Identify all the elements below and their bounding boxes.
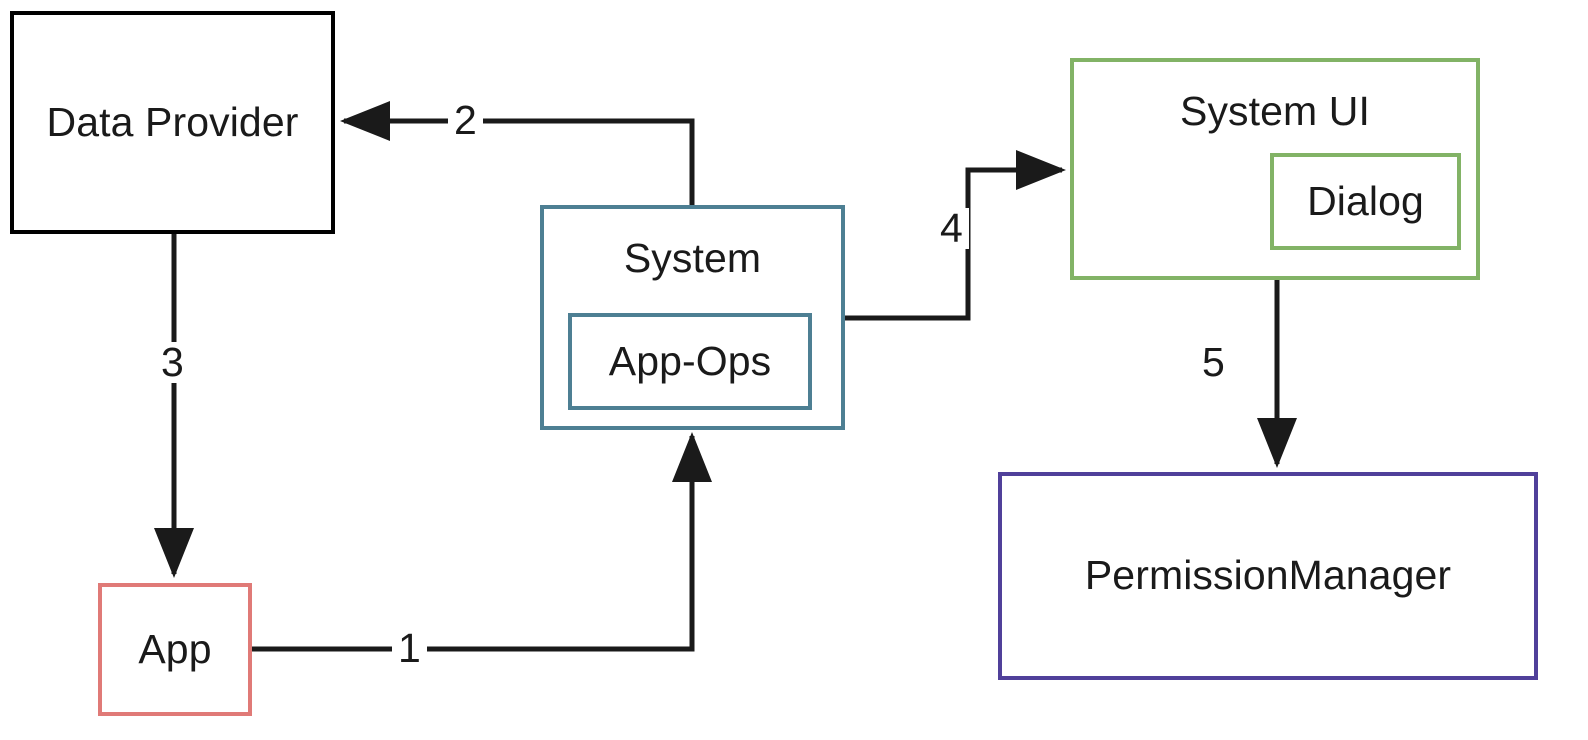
connector-1 [252, 431, 712, 652]
node-label-data-provider: Data Provider [46, 98, 299, 145]
edge-label-1: 1 [392, 628, 427, 669]
connector-2 [339, 101, 695, 205]
node-permission-manager[interactable]: PermissionManager [998, 472, 1538, 680]
node-label-app: App [138, 625, 212, 672]
node-data-provider[interactable]: Data Provider [10, 11, 335, 234]
edge-label-2: 2 [448, 100, 483, 141]
node-label-app-ops: App-Ops [608, 337, 772, 384]
node-label-system: System [623, 235, 762, 281]
edge-label-3: 3 [155, 342, 190, 383]
node-label-system-ui: System UI [1180, 88, 1370, 134]
node-label-dialog: Dialog [1307, 177, 1424, 224]
edge-label-4: 4 [934, 208, 969, 249]
node-app[interactable]: App [98, 583, 252, 716]
node-app-ops[interactable]: App-Ops [568, 313, 812, 410]
edge-label-5: 5 [1196, 342, 1231, 383]
node-dialog[interactable]: Dialog [1270, 153, 1461, 250]
node-label-permission-manager: PermissionManager [1084, 552, 1452, 599]
